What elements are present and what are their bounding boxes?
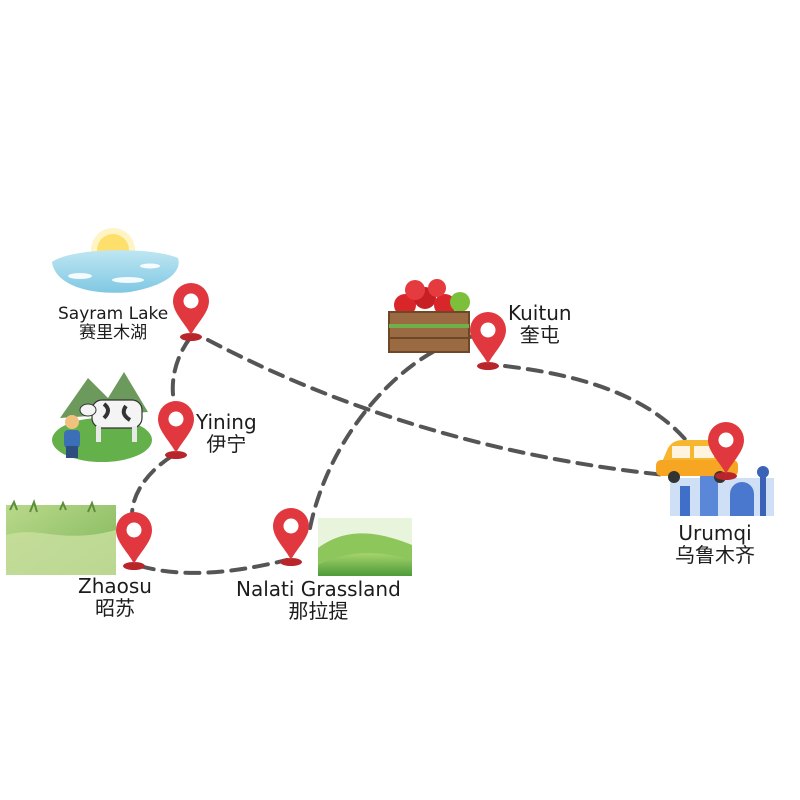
place-name-zh: 奎屯 — [519, 323, 560, 347]
nalati-pin-icon[interactable] — [273, 508, 309, 566]
yining-pin-icon[interactable] — [158, 401, 194, 459]
sayram-lake-pin-icon[interactable] — [173, 283, 209, 341]
place-name-zh: 那拉提 — [288, 599, 349, 623]
green-hills-illustration — [318, 518, 412, 576]
zhaosu-pin-icon[interactable] — [116, 512, 152, 570]
zhaosu-label: Zhaosu 昭苏 — [78, 575, 152, 619]
place-name-zh: 伊宁 — [206, 432, 247, 456]
nalati-label: Nalati Grassland 那拉提 — [236, 578, 401, 622]
yining-label: Yining 伊宁 — [196, 411, 257, 455]
place-name-en: Sayram Lake — [58, 304, 169, 324]
place-name-zh: 乌鲁木齐 — [675, 543, 755, 567]
grass-field-illustration — [6, 498, 116, 575]
lake-sun-illustration — [52, 228, 179, 293]
kuitun-label: Kuitun 奎屯 — [508, 302, 572, 346]
car-city-illustration — [656, 440, 774, 516]
place-name-en: Urumqi — [678, 521, 752, 545]
sayram-lake-label: Sayram Lake 赛里木湖 — [58, 305, 168, 342]
place-name-en: Yining — [196, 410, 257, 434]
place-name-en: Kuitun — [508, 301, 572, 325]
place-name-zh: 昭苏 — [94, 596, 135, 620]
kuitun-pin-icon[interactable] — [470, 312, 506, 370]
place-name-en: Zhaosu — [78, 574, 152, 598]
cow-farmer-illustration — [52, 372, 152, 462]
place-name-zh: 赛里木湖 — [79, 322, 148, 343]
place-name-en: Nalati Grassland — [236, 577, 401, 601]
apple-crate-illustration — [388, 279, 470, 353]
urumqi-label: Urumqi 乌鲁木齐 — [675, 522, 755, 566]
